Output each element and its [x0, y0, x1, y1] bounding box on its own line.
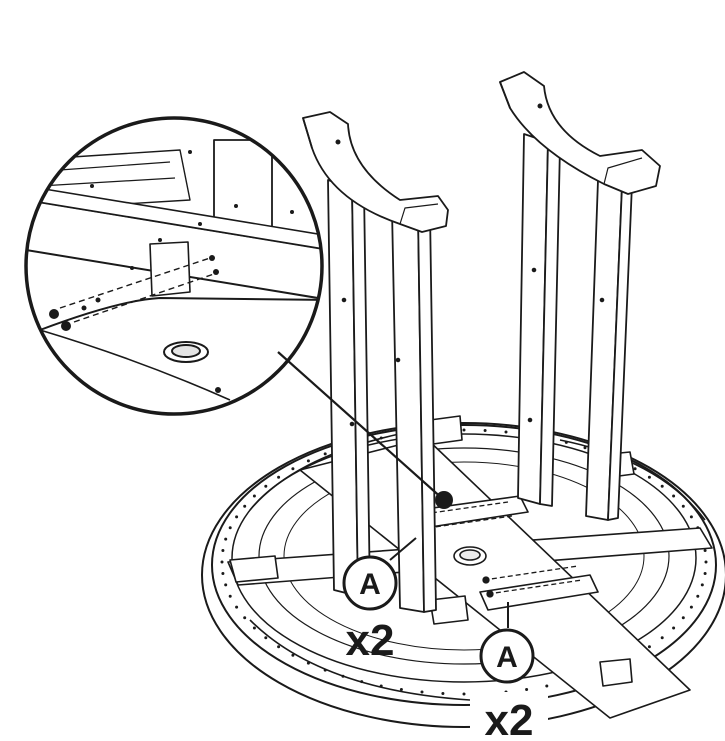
rim-bolt-dot [703, 572, 707, 575]
rim-bolt-dot [441, 692, 445, 695]
rim-bolt-dot [420, 690, 424, 694]
callout-a-left: A x2 [342, 537, 417, 665]
rim-bolt-dot [323, 452, 327, 456]
rim-bolt-dot [277, 645, 281, 649]
rim-bolt-dot [462, 692, 466, 696]
rim-bolt-dot [647, 475, 651, 479]
rim-bolt-dot [243, 616, 247, 620]
rim-bolt-dot [545, 684, 549, 688]
rim-bolt-dot [462, 428, 466, 432]
rim-bolt-dot [243, 504, 247, 508]
rim-bolt-dot [235, 515, 239, 519]
rim-bolt-dot [700, 583, 704, 587]
rim-bolt-dot [704, 560, 708, 564]
corner-block [229, 555, 279, 583]
rim-bolt-dot [696, 594, 700, 598]
rim-bolt-dot [264, 484, 268, 488]
frame-arc [559, 439, 706, 521]
rim-bolt-dot [221, 549, 225, 552]
zoom-brace-top [26, 185, 322, 251]
rim-bolt-dot [681, 616, 685, 620]
rim-bolt-dot [647, 645, 651, 649]
callout-a-left-circle [342, 555, 398, 611]
rim-bolt-dot [703, 549, 707, 552]
rim-bolt-dot [681, 504, 685, 508]
corner-block [429, 415, 463, 445]
rim-bolt-dot [220, 560, 224, 564]
leg-assembly-left [302, 111, 449, 613]
rim-bolt-dot [660, 484, 664, 488]
zoom-bolts [49, 150, 294, 393]
leg-top-rail-right [499, 71, 661, 195]
corner-block [599, 658, 633, 687]
bolt-row-lower [482, 565, 583, 598]
rim-bolt-dot [583, 446, 587, 450]
umbrella-hole [453, 546, 487, 566]
rim-bolt-dot [228, 526, 232, 530]
rim-bolt-dot [306, 459, 310, 463]
crossbar [479, 574, 599, 611]
rim-bolt-dot [291, 653, 295, 657]
rim-bolt-dot [672, 626, 676, 630]
zoom-slat [39, 177, 176, 187]
callout-a-right: A x2 [470, 602, 548, 741]
rim-bolt-dot [483, 429, 487, 432]
rim-bolt-dot [633, 467, 637, 471]
rim-bolt-dot [689, 605, 693, 609]
rim-bolt-dot [504, 430, 508, 434]
rim-bolt-dot [689, 515, 693, 519]
rim-bolt-dot [525, 688, 529, 691]
zoom-target-dot [435, 491, 453, 509]
callout-a-right-circle [479, 628, 535, 684]
callout-a-right-letter: A [496, 641, 518, 674]
zoom-leader [277, 351, 453, 509]
rim-bolt-dot [252, 626, 256, 630]
rim-bolt-dot [228, 594, 232, 598]
zoom-slat [59, 161, 171, 171]
rim-bolt-dot [252, 494, 256, 498]
rim-bolt-dot [264, 636, 268, 640]
zoom-cross-block [149, 241, 191, 297]
callout-a-right-quantity: x2 [485, 696, 534, 741]
rim-bolt-dot [224, 537, 228, 541]
zoom-circle-border [24, 116, 324, 416]
frame-arc [249, 619, 471, 701]
rim-bolt-dot [221, 572, 225, 575]
rim-bolt-dot [235, 605, 239, 609]
rim-bolt-dot [277, 475, 281, 479]
rim-bolt-dot [399, 688, 403, 691]
detail-zoom [24, 116, 324, 416]
rim-bolt-dot [291, 467, 295, 471]
corner-block [429, 595, 469, 625]
rim-bolt-dot [660, 636, 664, 640]
rim-bolt-dot [672, 494, 676, 498]
callout-a-left-quantity: x2 [346, 616, 395, 665]
callout-a-left-letter: A [359, 568, 381, 601]
rim-bolt-dot [224, 583, 228, 587]
leg-assembly-right [499, 71, 661, 521]
leg-top-rail-left [302, 111, 449, 233]
